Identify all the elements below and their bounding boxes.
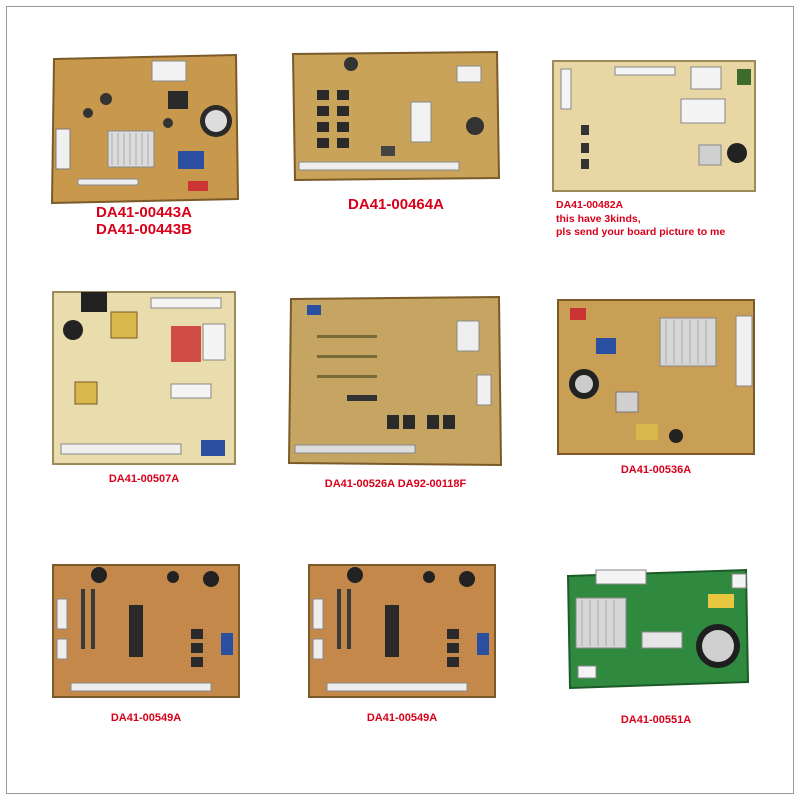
- image-frame: [6, 6, 794, 794]
- board-photo-5: [287, 295, 504, 468]
- pcb-image: [52, 291, 236, 465]
- pcb-image: [291, 50, 501, 182]
- product-label-8: DA41-00549A: [307, 712, 497, 725]
- pcb-image: [566, 568, 750, 690]
- product-label-4: DA41-00507A: [51, 473, 237, 486]
- product-label-9: DA41-00551A: [556, 714, 756, 727]
- product-note: pls send your board picture to me: [556, 226, 726, 238]
- pcb-image: [308, 564, 496, 698]
- product-code: DA41-00549A: [110, 712, 182, 724]
- product-label-1: DA41-00443A DA41-00443B: [48, 204, 240, 238]
- product-code: DA41-00526A DA92-00118F: [324, 478, 467, 490]
- board-photo-7: [51, 559, 241, 701]
- board-photo-1: [48, 53, 240, 205]
- product-label-2: DA41-00464A: [291, 196, 501, 213]
- product-label-3: DA41-00482A this have 3kinds, pls send y…: [556, 199, 756, 240]
- product-label-6: DA41-00536A: [556, 464, 756, 477]
- pcb-image: [50, 53, 240, 205]
- product-code: DA41-00482A: [556, 199, 624, 211]
- board-photo-8: [307, 559, 497, 701]
- pcb-image: [557, 299, 755, 455]
- product-code: DA41-00536A: [620, 464, 692, 476]
- pcb-image: [552, 60, 756, 192]
- product-note: this have 3kinds,: [556, 212, 641, 225]
- pcb-image: [287, 295, 503, 467]
- product-code: DA41-00443A: [96, 204, 192, 221]
- pcb-image: [52, 564, 240, 698]
- product-code: DA41-00507A: [108, 473, 180, 485]
- product-code: DA41-00443B: [96, 221, 192, 238]
- product-code: DA41-00549A: [366, 712, 438, 724]
- board-photo-9: [566, 568, 750, 690]
- board-photo-2: [291, 50, 501, 182]
- product-label-5: DA41-00526A DA92-00118F: [287, 478, 504, 491]
- product-label-7: DA41-00549A: [51, 712, 241, 725]
- board-photo-6: [556, 296, 756, 458]
- product-code: DA41-00464A: [348, 196, 444, 213]
- product-code: DA41-00551A: [620, 714, 692, 726]
- board-photo-3: [551, 59, 757, 193]
- board-photo-4: [51, 290, 237, 466]
